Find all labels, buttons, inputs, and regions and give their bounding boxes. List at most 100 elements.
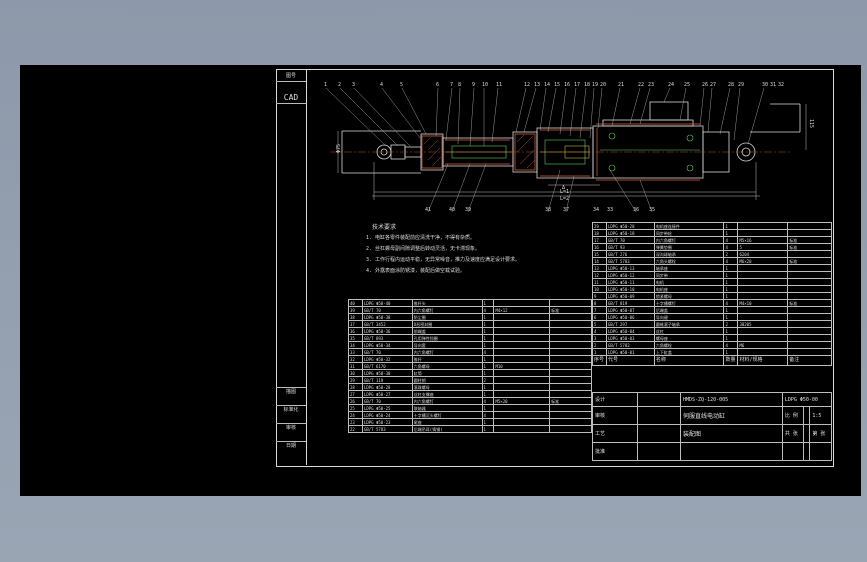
bom-cell: 1 — [481, 334, 495, 342]
part-balloon: 9 — [472, 82, 476, 88]
bom-cell — [493, 411, 551, 419]
part-code: LDPG Φ50-00 — [781, 392, 833, 407]
bom-cell: 35 — [348, 334, 363, 342]
bom-cell: LDPG Φ50-04 — [605, 327, 655, 335]
bom-cell: 36 — [348, 327, 363, 335]
part-balloon: 17 — [574, 82, 581, 88]
bom-cell — [787, 306, 832, 314]
bom-cell: 34 — [348, 341, 363, 349]
bom-cell — [549, 390, 592, 398]
bom-cell — [493, 390, 551, 398]
bom-cell: 上下缸盖 — [653, 348, 725, 356]
bom-cell: 10 — [592, 285, 607, 293]
bom-cell: LDPG Φ50-12 — [605, 271, 655, 279]
bom-cell: 30205 — [737, 320, 789, 328]
part-balloon: 6 — [436, 82, 440, 88]
bom-cell: GB/T 276 — [605, 250, 655, 258]
part-balloon: 34 — [593, 207, 600, 213]
bom-cell — [737, 278, 789, 286]
bom-cell: 12 — [592, 271, 607, 279]
bom-cell: 电机座 — [653, 285, 725, 293]
bom-cell: LDPG Φ50-01 — [605, 348, 655, 356]
part-balloon: 26 — [702, 82, 709, 88]
part-balloon: 30 — [762, 82, 769, 88]
bom-cell: LDPG Φ50-38 — [361, 313, 413, 321]
bom-cell — [493, 383, 551, 391]
bom-cell: GB/T 297 — [605, 320, 655, 328]
bom-cell: 内六角螺钉 — [411, 348, 483, 356]
drawing-number: HMDS-ZQ-120-005 — [680, 392, 783, 407]
bom-cell: 螺母座 — [653, 334, 725, 342]
bom-cell: LDPG Φ50-11 — [605, 278, 655, 286]
bom-cell: 29 — [348, 376, 363, 384]
sidebar-divider — [276, 103, 306, 104]
bom-cell: 11 — [592, 278, 607, 286]
bom-cell: 深沟球轴承 — [653, 250, 725, 258]
bom-cell: LDPG Φ50-18 — [605, 229, 655, 237]
part-balloon: 41 — [425, 207, 432, 213]
bom-cell — [737, 229, 789, 237]
bom-cell: 后端吊耳(铸钢) — [411, 425, 483, 433]
bom-cell: LDPG Φ50-40 — [361, 299, 413, 307]
bom-cell — [787, 320, 832, 328]
bom-cell: M5×20 — [493, 397, 551, 405]
sheet-number-label: 第 张 — [809, 424, 832, 443]
part-balloon: 19 — [592, 82, 599, 88]
bom-cell: 1 — [481, 390, 495, 398]
technical-notes: 技术要求 1. 电缸各零件装配前应清洗干净，不得有杂质。 2. 丝杠螺母副间隙调… — [366, 224, 596, 274]
bom-cell: LDPG Φ50-32 — [361, 355, 413, 363]
dim-stroke: Δ — [562, 185, 566, 191]
bom-cell — [549, 411, 592, 419]
bom-header-cell: 数量 — [723, 355, 739, 366]
sidebar-divider — [276, 405, 306, 406]
bom-cell: GB/T 6170 — [361, 362, 413, 370]
title-row-label: 设计 — [592, 392, 638, 407]
bom-cell: 6204 — [737, 250, 789, 258]
bom-cell: 1 — [481, 341, 495, 349]
bom-cell — [737, 306, 789, 314]
bom-cell: 六角头螺栓 — [653, 257, 725, 265]
bom-cell: 六角螺栓 — [653, 341, 725, 349]
note-line: 4. 外露表面涂防锈漆，装配后做空载试验。 — [366, 268, 466, 274]
bom-cell — [549, 425, 592, 433]
bom-cell: M6×20 — [737, 257, 789, 265]
bom-cell: 1 — [481, 404, 495, 412]
bom-cell: 2 — [592, 341, 607, 349]
bom-cell: LDPG Φ50-34 — [361, 341, 413, 349]
bom-cell — [787, 348, 832, 356]
sidebar-divider — [276, 423, 306, 424]
bom-cell: 4 — [481, 306, 495, 314]
bom-cell: 1 — [723, 334, 739, 342]
bom-cell: 32 — [348, 355, 363, 363]
bom-cell: 十字槽沉头螺钉 — [411, 411, 483, 419]
drawing-frame — [276, 69, 834, 467]
bom-cell: 37 — [348, 320, 363, 328]
bom-cell: 6 — [592, 313, 607, 321]
bom-cell: 8 — [592, 299, 607, 307]
part-balloon: 12 — [524, 82, 531, 88]
bom-cell — [549, 418, 592, 426]
bom-cell: 7 — [592, 306, 607, 314]
bom-cell: 电机 — [653, 278, 725, 286]
bom-cell — [493, 348, 551, 356]
bom-cell: 孔用弹性挡圈 — [411, 334, 483, 342]
title-row-label: 审核 — [592, 406, 638, 425]
bom-cell: 30 — [348, 369, 363, 377]
title-row-label: 批准 — [592, 442, 638, 461]
bom-cell — [787, 341, 832, 349]
part-balloon: 31 — [770, 82, 777, 88]
part-balloon: 24 — [668, 82, 675, 88]
part-balloon: 4 — [380, 82, 384, 88]
note-line: 1. 电缸各零件装配前应清洗干净，不得有杂质。 — [366, 235, 476, 241]
bom-cell: 丝杠支撑座 — [411, 390, 483, 398]
bom-cell: 滚珠螺母 — [411, 383, 483, 391]
